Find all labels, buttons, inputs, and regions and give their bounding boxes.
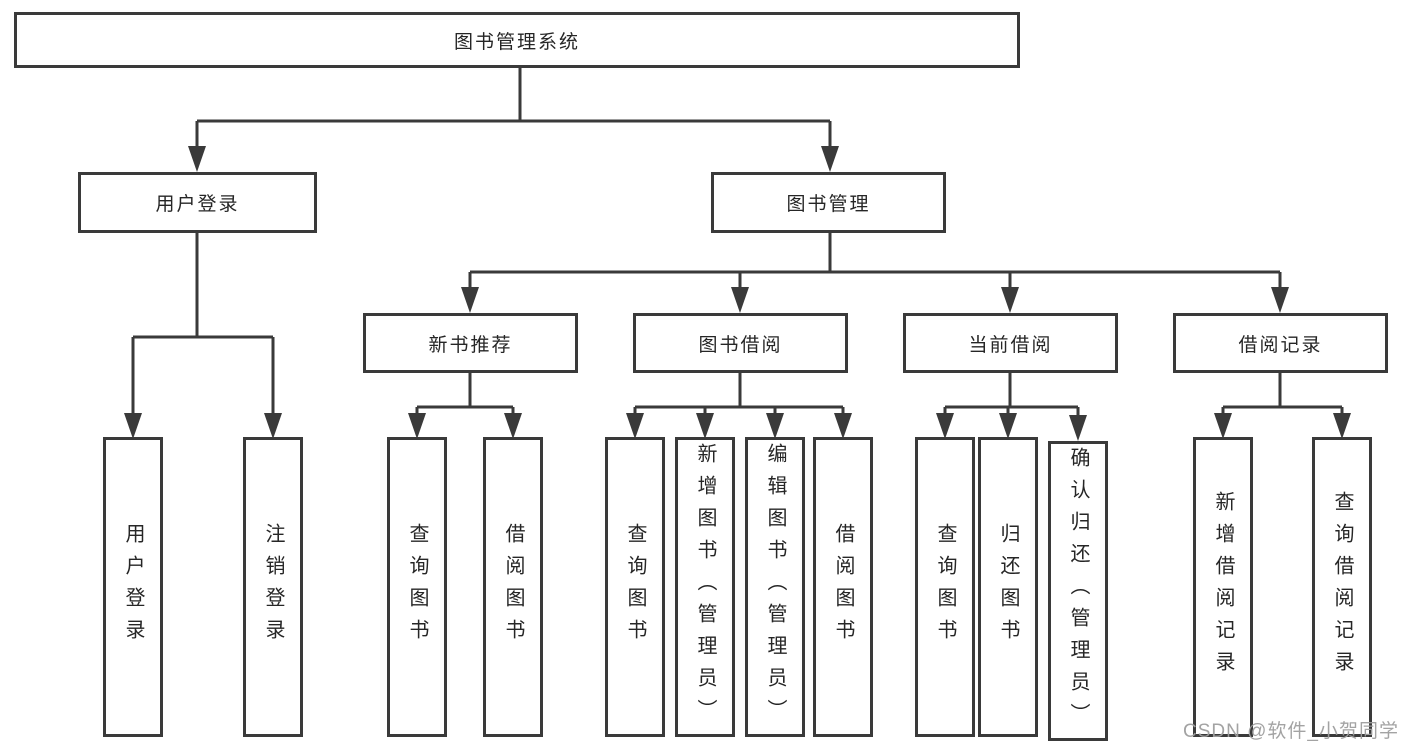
node-current-borrowing: 当前借阅 — [903, 313, 1118, 373]
leaf-query-borrow-record: 查询借阅记录 — [1312, 437, 1372, 737]
node-new-book-recommendation: 新书推荐 — [363, 313, 578, 373]
leaf-label: 注销登录 — [262, 523, 284, 651]
leaf-label: 借阅图书 — [502, 523, 524, 651]
leaf-label: 查询图书 — [624, 523, 646, 651]
leaf-logout: 注销登录 — [243, 437, 303, 737]
leaf-label: 查询图书 — [406, 523, 428, 651]
node-label: 图书借阅 — [698, 334, 783, 356]
leaf-borrow-books-1: 借阅图书 — [483, 437, 543, 737]
node-book-management-branch: 图书管理 — [711, 172, 946, 233]
leaf-query-books-1: 查询图书 — [387, 437, 447, 737]
leaf-query-books-3: 查询图书 — [915, 437, 975, 737]
leaf-label: 用户登录 — [122, 523, 144, 651]
node-label: 当前借阅 — [968, 334, 1053, 356]
leaf-label: 借阅图书 — [832, 523, 854, 651]
leaf-label: 归还图书 — [997, 523, 1019, 651]
node-book-borrowing: 图书借阅 — [633, 313, 848, 373]
leaf-label: 新增借阅记录 — [1212, 491, 1234, 683]
node-label: 图书管理系统 — [453, 31, 580, 53]
leaf-label: 确认归还（管理员） — [1067, 447, 1089, 735]
leaf-confirm-return-admin: 确认归还（管理员） — [1048, 441, 1108, 741]
node-label: 用户登录 — [155, 194, 240, 215]
node-label: 图书管理 — [786, 194, 871, 215]
leaf-add-borrow-record: 新增借阅记录 — [1193, 437, 1253, 737]
leaf-user-login: 用户登录 — [103, 437, 163, 737]
leaf-label: 编辑图书（管理员） — [764, 443, 786, 731]
leaf-label: 查询借阅记录 — [1331, 491, 1353, 683]
leaf-label: 新增图书（管理员） — [694, 443, 716, 731]
node-label: 借阅记录 — [1238, 334, 1323, 356]
node-library-management-system: 图书管理系统 — [14, 12, 1020, 68]
leaf-query-books-2: 查询图书 — [605, 437, 665, 737]
csdn-watermark: CSDN @软件_小贺同学 — [1183, 721, 1399, 742]
node-borrowing-records: 借阅记录 — [1173, 313, 1388, 373]
leaf-add-books-admin: 新增图书（管理员） — [675, 437, 735, 737]
leaf-edit-books-admin: 编辑图书（管理员） — [745, 437, 805, 737]
leaf-label: 查询图书 — [934, 523, 956, 651]
node-user-login-branch: 用户登录 — [78, 172, 317, 233]
leaf-borrow-books-2: 借阅图书 — [813, 437, 873, 737]
node-label: 新书推荐 — [428, 334, 513, 356]
leaf-return-books: 归还图书 — [978, 437, 1038, 737]
